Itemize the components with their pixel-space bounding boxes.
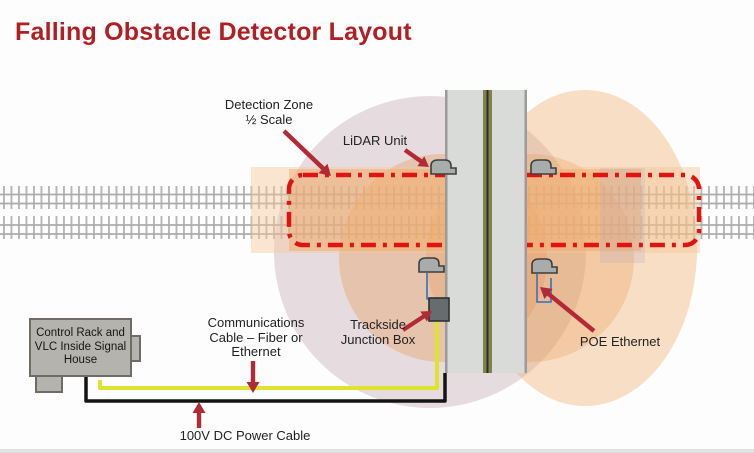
cables [84,273,552,403]
trackside-junction-box [428,297,450,322]
label-detection-zone: Detection Zone ½ Scale [224,97,314,127]
arrow-detection-zone [282,129,331,176]
road-center-line [486,90,489,373]
arrow-communications-cable [246,361,260,393]
label-poe-ethernet: POE Ethernet [579,334,661,349]
control-rack-signal-house: Control Rack and VLC Inside Signal House [29,318,132,377]
label-power-cable: 100V DC Power Cable [179,428,311,443]
arrow-power-cable [192,402,206,428]
detection-zone-left [286,172,462,248]
road-edge-right [524,90,527,373]
bottom-edge-strip [0,449,754,453]
arrow-lidar-unit [403,148,429,167]
label-lidar-unit: LiDAR Unit [342,133,408,148]
coverage-right-large [473,90,697,406]
control-box-side-tab [130,335,141,362]
detection-zone-right [510,172,702,248]
arrow-poe-ethernet [540,287,596,333]
communications-cable [98,321,439,390]
road-edge-left [445,90,448,373]
detection-zones [286,172,702,248]
arrow-trackside-junction-box [401,311,432,332]
page-title: Falling Obstacle Detector Layout [15,18,412,46]
power-cable [84,373,447,403]
railroad-tracks [0,186,754,239]
control-box-foot [35,375,63,393]
coverage-overlay-right [600,168,645,263]
label-communications-cable: Communications Cable – Fiber or Ethernet [207,315,305,359]
callout-arrows [192,129,596,428]
label-trackside-junction-box: Trackside Junction Box [340,317,416,347]
road-crossing [445,90,527,373]
